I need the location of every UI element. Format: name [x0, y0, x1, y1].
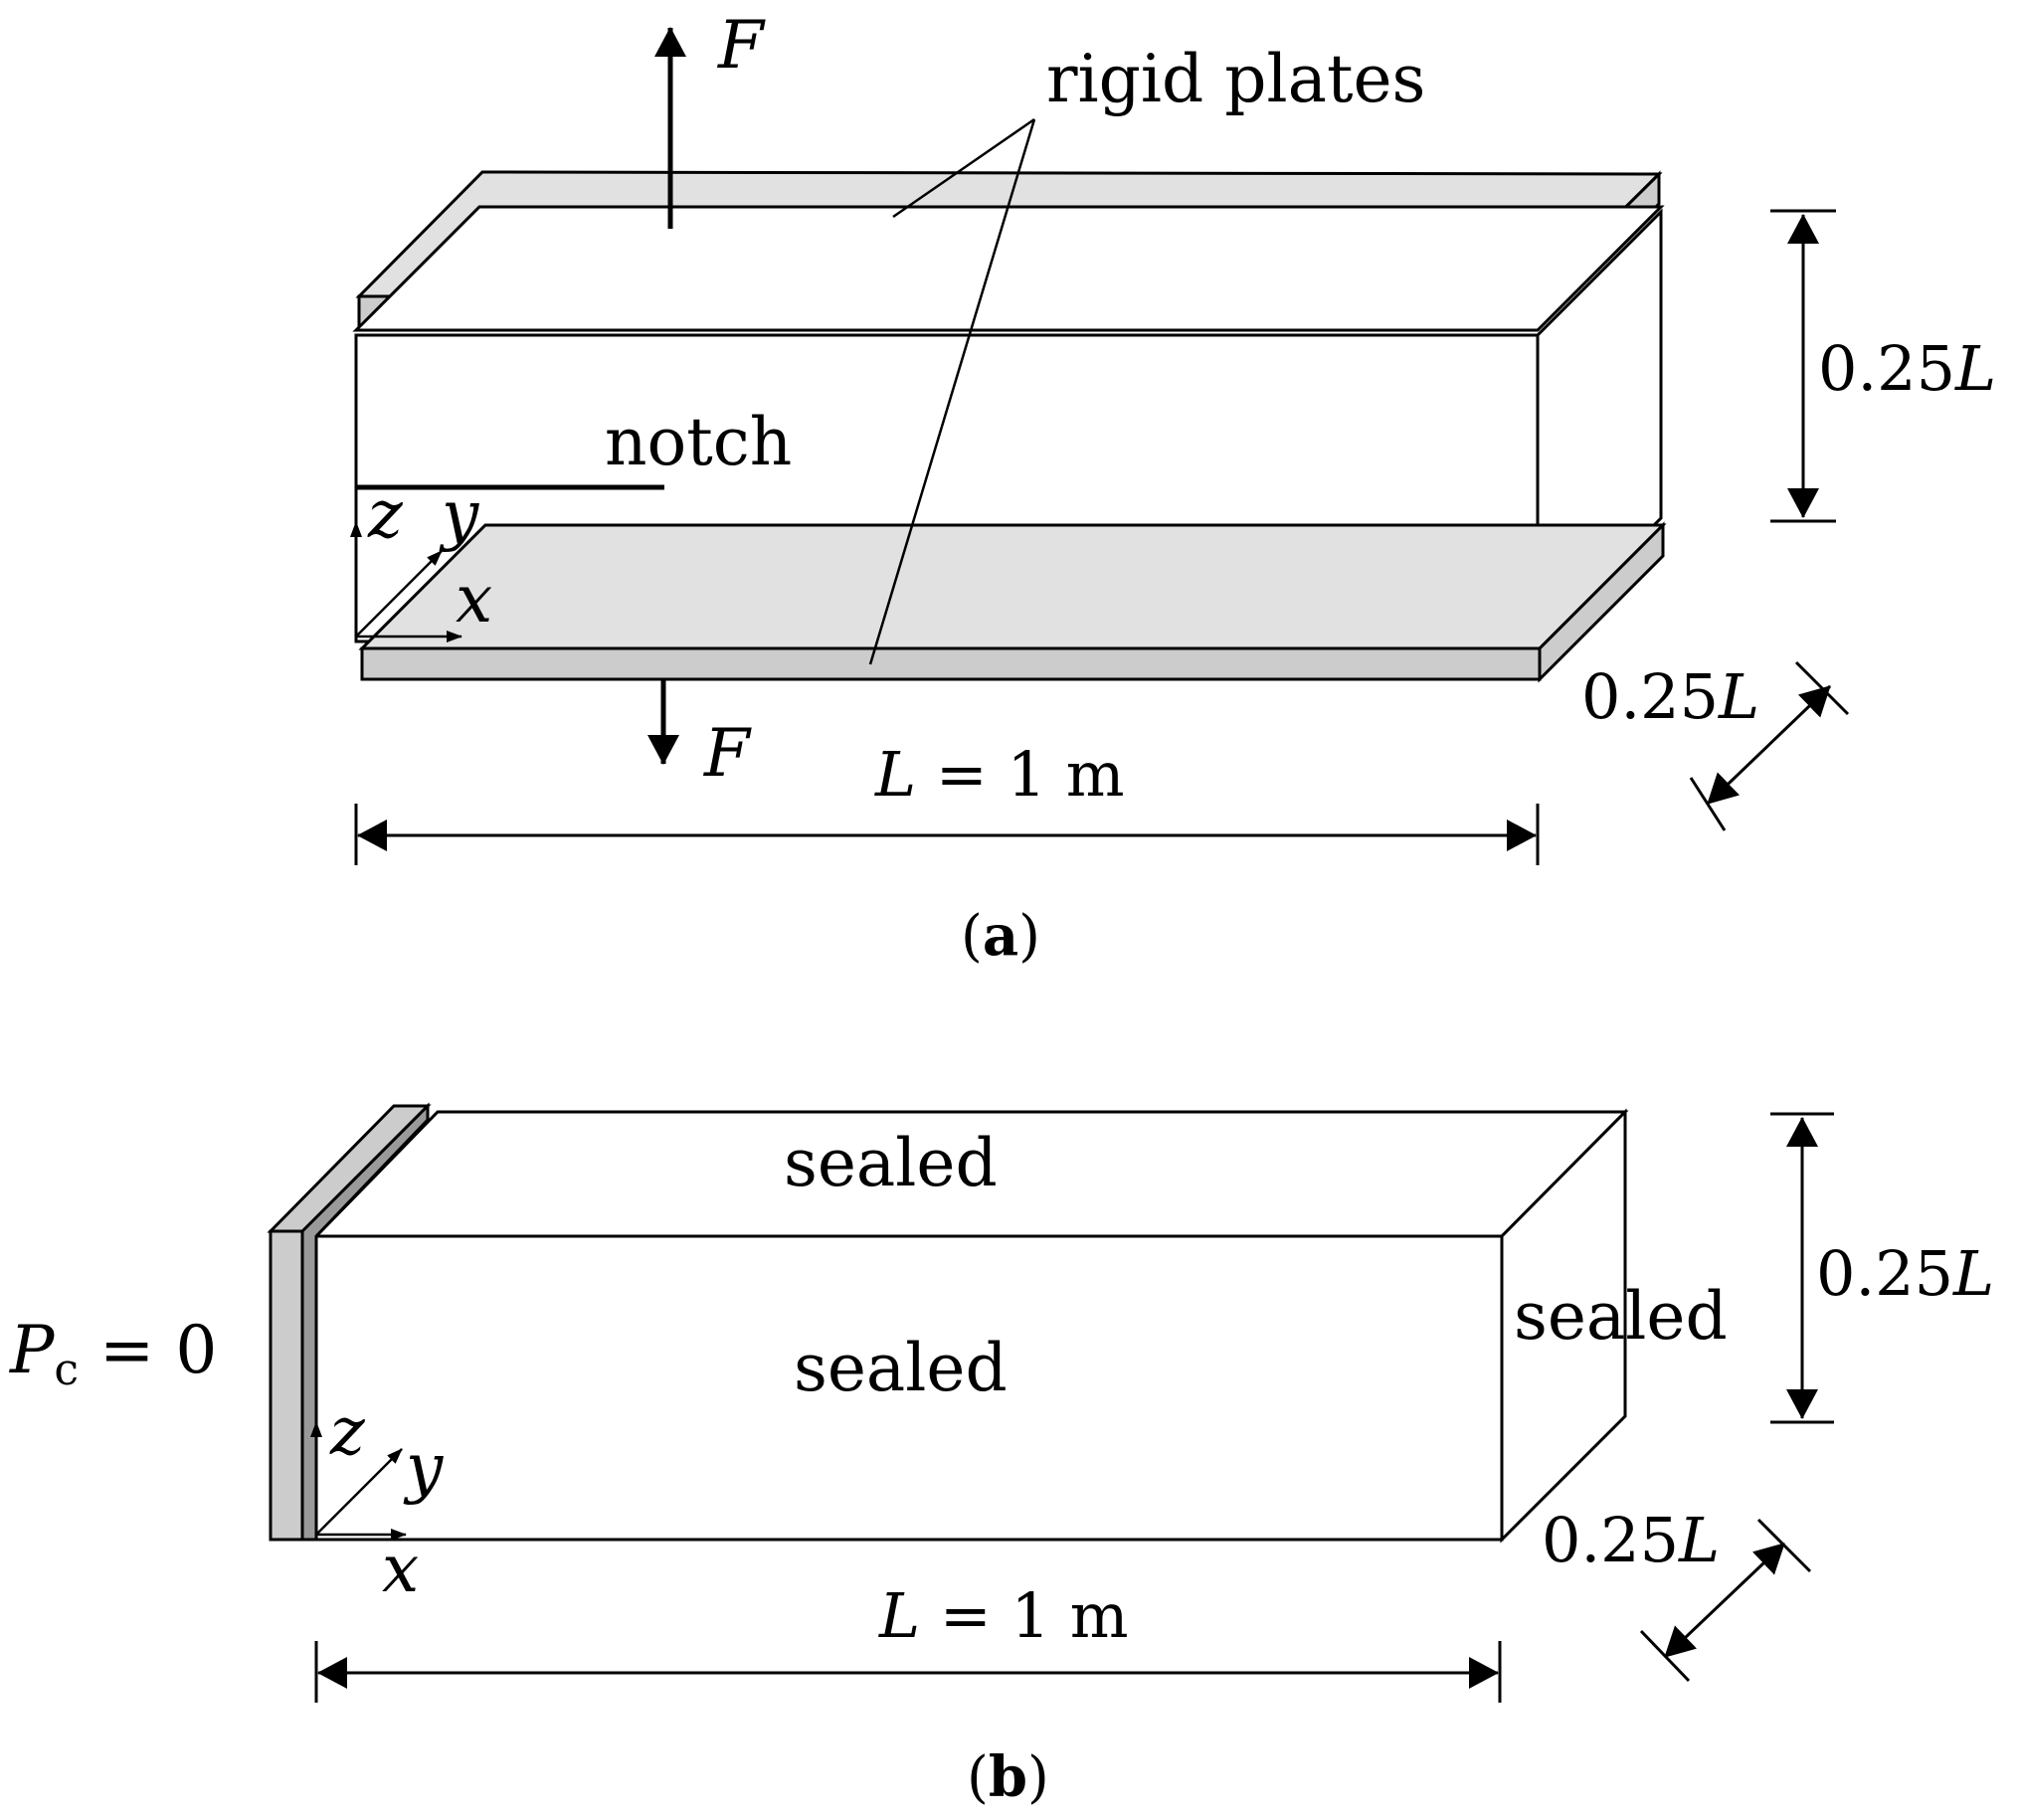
bottom-plate-front-face: [360, 646, 1542, 681]
axis-z-label-b: z: [329, 1393, 366, 1470]
bottom-rigid-plate: [358, 521, 1667, 683]
depth-tick-bottom: [1689, 777, 1727, 831]
end-plate-front-face: [269, 1229, 304, 1542]
depth-tick-top: [1794, 660, 1850, 716]
force-label-bottom: F: [703, 715, 752, 792]
axis-y-arrow-b: [315, 1448, 403, 1536]
end-plate-side-face: [300, 1102, 430, 1542]
axes-a: z y x: [350, 476, 492, 642]
force-label-top: F: [717, 7, 766, 84]
length-dimension-a: L = 1 m: [354, 738, 1540, 865]
axis-x-label: x: [456, 561, 492, 637]
bottom-plate-side-face: [1538, 521, 1665, 683]
axis-y-label: y: [439, 476, 479, 553]
sealed-side-label: sealed: [1514, 1278, 1728, 1355]
axes-b: z y x: [310, 1393, 444, 1607]
leader-line-top: [892, 117, 1035, 219]
axis-y-label-b: y: [403, 1429, 444, 1506]
depth-dim-label: 0.25L: [1581, 660, 1759, 733]
leader-line-bottom: [868, 118, 1036, 665]
depth-dim-line: [1706, 684, 1832, 806]
pressure-condition-label: Pc = 0: [9, 1312, 217, 1395]
height-dim-label-b: 0.25L: [1816, 1237, 1994, 1310]
length-dimension-b: L = 1 m: [314, 1579, 1502, 1703]
drained-end-plate: [267, 1102, 432, 1542]
axis-x-label-b: x: [382, 1531, 419, 1607]
length-dim-label-b: L = 1 m: [878, 1579, 1128, 1652]
rigid-plates-label: rigid plates: [1046, 41, 1425, 117]
panel-a: notch rigid plates F F z y x 0.25L: [350, 7, 1996, 969]
depth-dim-label-b: 0.25L: [1542, 1504, 1720, 1576]
length-dim-label: L = 1 m: [874, 738, 1124, 811]
sealed-body: [312, 1108, 1629, 1544]
notch-label: notch: [605, 404, 792, 480]
height-dimension-a: 0.25L: [1770, 209, 1996, 523]
body-b-side-face: [1500, 1108, 1627, 1544]
bottom-plate-top-face: [358, 523, 1667, 650]
depth-dimension-a: 0.25L: [1581, 660, 1850, 831]
depth-dim-line-b: [1663, 1542, 1786, 1659]
axis-z-label: z: [367, 476, 404, 553]
depth-dimension-b: 0.25L: [1542, 1504, 1812, 1683]
height-dim-label: 0.25L: [1818, 332, 1996, 405]
body-top-face: [352, 205, 1665, 332]
caption-b: (b): [967, 1744, 1049, 1810]
sealed-front-label: sealed: [794, 1330, 1008, 1406]
axis-y-arrow: [355, 550, 443, 637]
panel-b: sealed sealed sealed Pc = 0 z y x 0.25L …: [9, 1102, 1994, 1810]
sealed-top-label: sealed: [784, 1125, 998, 1201]
caption-a: (a): [961, 903, 1040, 969]
height-dimension-b: 0.25L: [1770, 1112, 1994, 1424]
